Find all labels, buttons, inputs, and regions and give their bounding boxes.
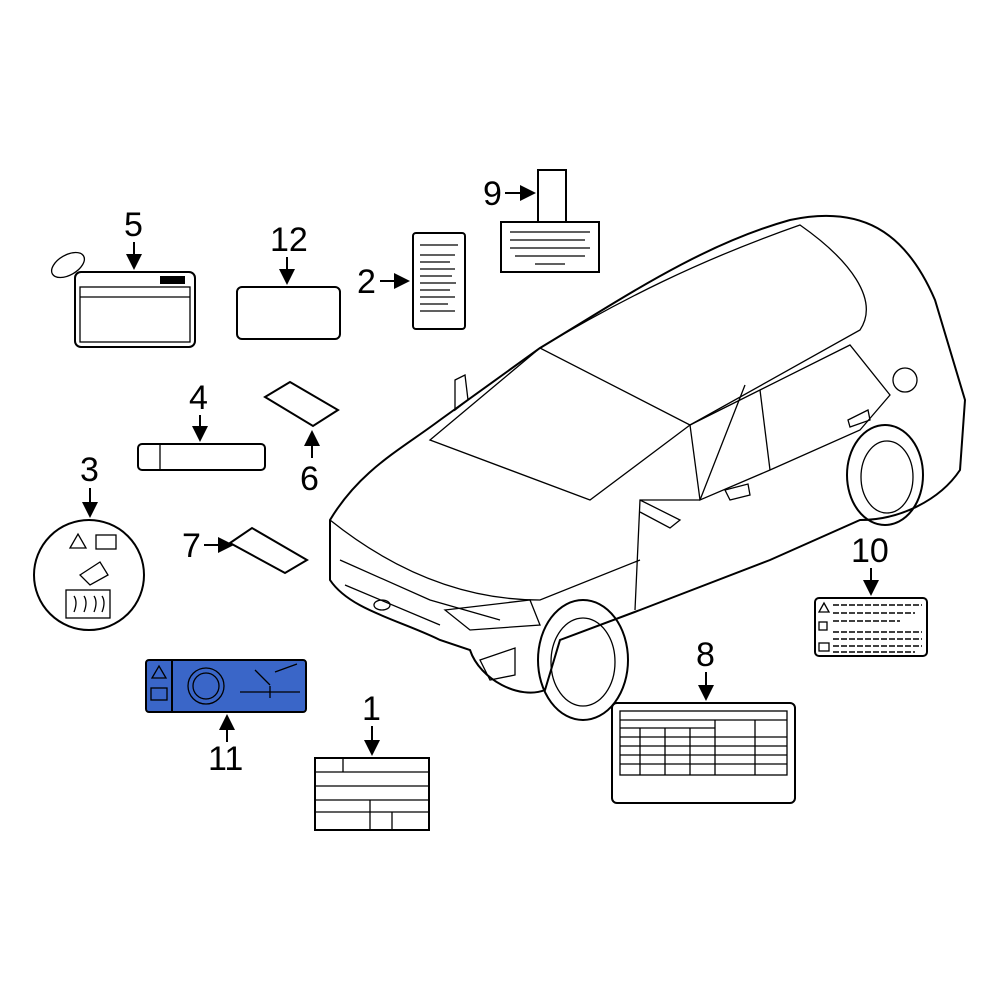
part-6-label[interactable]: 6 xyxy=(263,380,340,498)
part-12-label[interactable]: 12 xyxy=(236,221,341,340)
vehicle-illustration xyxy=(329,214,967,721)
callout-9: 9 xyxy=(483,175,502,213)
callout-3: 3 xyxy=(80,451,99,489)
part-7-label[interactable]: 7 xyxy=(182,526,309,575)
part-9-label[interactable]: 9 xyxy=(483,169,600,273)
part-10-label[interactable]: 10 xyxy=(814,532,928,657)
part-3-label[interactable]: 3 xyxy=(33,451,145,631)
callout-4: 4 xyxy=(189,379,208,417)
callout-1: 1 xyxy=(362,690,381,728)
part-11-label[interactable]: 11 xyxy=(145,659,307,778)
part-1-label[interactable]: 1 xyxy=(314,690,430,831)
callout-11: 11 xyxy=(208,740,243,778)
callout-12: 12 xyxy=(270,221,308,259)
callout-7: 7 xyxy=(182,527,201,565)
part-2-label[interactable]: 2 xyxy=(357,232,466,330)
part-5-tag[interactable]: 5 xyxy=(47,206,196,348)
callout-2: 2 xyxy=(357,263,376,301)
part-8-label[interactable]: 8 xyxy=(611,636,796,804)
callout-10: 10 xyxy=(851,532,889,570)
callout-8: 8 xyxy=(696,636,715,674)
callout-5: 5 xyxy=(124,206,143,244)
callout-6: 6 xyxy=(300,460,319,498)
part-4-label[interactable]: 4 xyxy=(137,379,266,471)
